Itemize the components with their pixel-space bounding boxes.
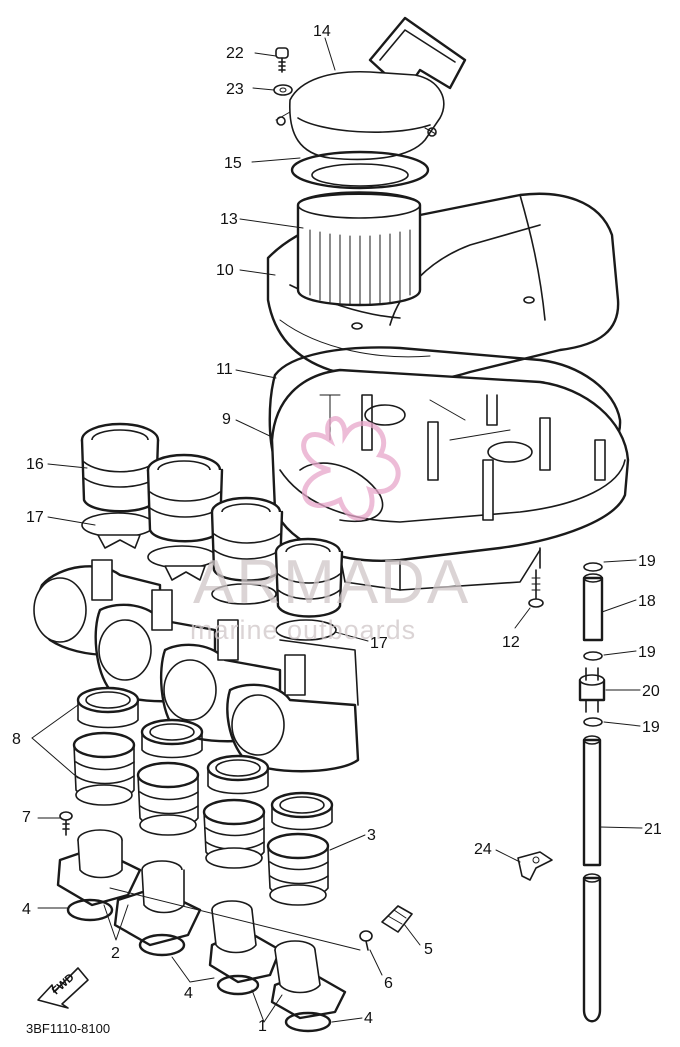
air-funnel-2 [146, 453, 224, 581]
breather-hose-assembly [578, 562, 606, 1023]
callout-4-left: 4 [22, 901, 31, 918]
callout-22: 22 [226, 45, 244, 62]
callout-16: 16 [26, 456, 44, 473]
intake-manifold-2 [113, 860, 202, 957]
callout-21: 21 [644, 821, 662, 838]
washer-23 [273, 84, 293, 96]
callout-6: 6 [384, 975, 393, 992]
callout-13: 13 [220, 211, 238, 228]
callout-23: 23 [226, 81, 244, 98]
forward-arrow-icon: FWD [37, 967, 89, 1009]
callout-14: 14 [313, 23, 331, 40]
air-filter-case [270, 368, 630, 591]
callout-19-mid: 19 [638, 644, 656, 661]
callout-4-right: 4 [364, 1010, 373, 1027]
leader-lines [31, 37, 643, 1023]
air-funnel-1 [80, 422, 160, 549]
intake-manifold-3 [208, 900, 282, 996]
air-filter-element [296, 191, 422, 307]
plug-5 [381, 905, 413, 933]
watermark: ARMADA marine outboards [190, 416, 470, 645]
callout-20: 20 [642, 683, 660, 700]
callout-5: 5 [424, 941, 433, 958]
watermark-tagline: marine outboards [190, 615, 416, 645]
callout-17-mid: 17 [370, 635, 388, 652]
part-number: 3BF1110-8100 [26, 1021, 110, 1036]
callout-24: 24 [474, 841, 492, 858]
callout-8: 8 [12, 731, 21, 748]
callout-11: 11 [216, 361, 233, 378]
callout-labels: 22 23 14 15 13 10 11 9 16 17 17 12 19 18… [12, 23, 662, 1035]
callout-12: 12 [502, 634, 520, 651]
joint-8-1 [72, 686, 140, 806]
screw-22 [275, 47, 289, 73]
air-funnel-3 [210, 496, 284, 605]
callout-2: 2 [111, 945, 120, 962]
air-funnel-4 [274, 537, 344, 641]
callout-18: 18 [638, 593, 656, 610]
callout-1: 1 [258, 1018, 267, 1035]
carburetor-bank [33, 559, 360, 773]
callout-3: 3 [367, 827, 376, 844]
callout-19-top: 19 [638, 553, 656, 570]
callout-19-bottom: 19 [642, 719, 660, 736]
clamp-24 [517, 851, 553, 881]
callout-15: 15 [224, 155, 242, 172]
intake-duct [275, 16, 467, 161]
screw-7 [59, 811, 73, 836]
watermark-brand: ARMADA [193, 548, 470, 617]
callout-10: 10 [216, 262, 234, 279]
callout-17-top: 17 [26, 509, 44, 526]
joint-3 [266, 791, 334, 906]
callout-4-mid: 4 [184, 985, 193, 1002]
joint-8-3 [202, 754, 270, 869]
callout-9: 9 [222, 411, 231, 428]
callout-7: 7 [22, 809, 31, 826]
watermark-logo-icon [301, 416, 401, 521]
screw-12 [528, 569, 544, 608]
screw-6 [359, 930, 373, 951]
intake-manifold-4 [270, 940, 347, 1033]
seal-15 [290, 150, 430, 190]
joint-8-2 [136, 718, 204, 836]
